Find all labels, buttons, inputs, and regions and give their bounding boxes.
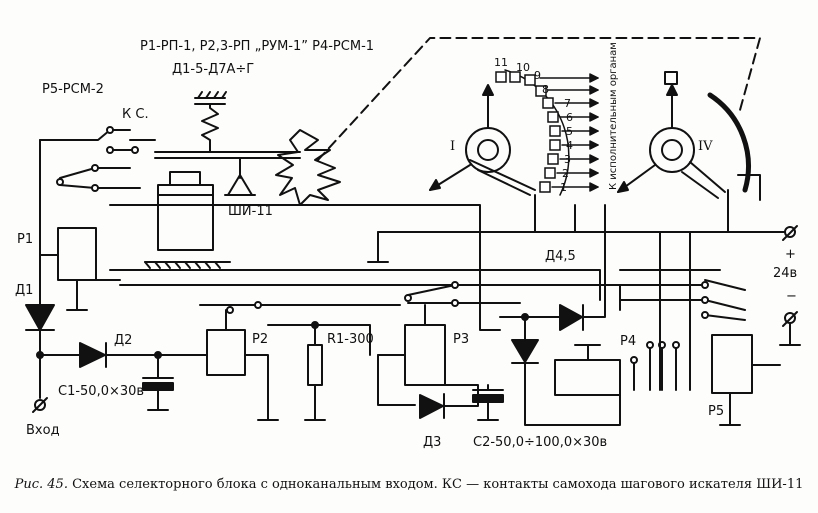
c2-capacitor — [472, 384, 504, 391]
contact-11-label: 11 — [494, 56, 508, 69]
p1-relay — [57, 227, 97, 281]
d4-diode — [559, 304, 583, 331]
d3-diode — [419, 394, 444, 419]
wafer-4-arc — [707, 92, 751, 193]
input-label: Вход — [26, 423, 60, 438]
bus-1 — [109, 204, 501, 331]
p4-contacts — [633, 344, 677, 391]
wafer-1-label: I — [450, 139, 456, 154]
p4-label: Р4 — [620, 334, 637, 349]
p1-label: Р1 — [17, 232, 34, 247]
r1-resistor — [307, 344, 323, 386]
relay5-spec-label: Р5-РСМ-2 — [42, 82, 104, 97]
contact-arc — [504, 69, 570, 196]
contact-3-label: 3 — [564, 153, 571, 166]
p3-contacts — [407, 284, 521, 304]
d2-diode — [79, 342, 106, 368]
p4-relay — [554, 359, 621, 396]
contact-7-label: 7 — [564, 97, 571, 110]
caption-text: Схема селекторного блока с одноканальным… — [72, 477, 804, 492]
r1-label: R1-300 — [327, 332, 374, 347]
output-arrows — [539, 73, 599, 192]
shi-spring — [201, 103, 219, 153]
ratchet-wheel — [275, 129, 341, 206]
wafer-4-label: IV — [698, 139, 713, 154]
caption-fig-number: Рис. 45. — [14, 477, 68, 492]
d1-diode — [25, 304, 55, 331]
p5-contacts — [619, 269, 746, 321]
plus-label: + — [785, 247, 796, 262]
contact-10-label: 10 — [516, 61, 530, 74]
minus-label: − — [786, 289, 797, 304]
contact-4-label: 4 — [566, 139, 573, 152]
contact-8-label: 8 — [542, 83, 549, 96]
d1-label: Д1 — [15, 283, 34, 298]
p3-label: Р3 — [453, 332, 470, 347]
figure-caption: Рис. 45. Схема селекторного блока с одно… — [0, 476, 818, 493]
p5-label: Р5 — [708, 404, 725, 419]
p2-relay — [206, 329, 246, 376]
p2-label: Р2 — [252, 332, 269, 347]
wafer-1 — [465, 127, 511, 173]
c1-capacitor — [142, 354, 174, 379]
c1-label: С1-50,0×30в — [58, 384, 145, 399]
bus-3 — [119, 284, 621, 311]
d2-label: Д2 — [114, 333, 133, 348]
d5-diode — [511, 339, 539, 363]
d45-label: Д4,5 — [545, 249, 576, 264]
r1-wire — [267, 324, 371, 356]
wafer-4 — [649, 127, 695, 173]
contact-2-label: 2 — [562, 167, 569, 180]
ks-label: К С. — [122, 107, 149, 122]
contact-6-label: 6 — [566, 111, 573, 124]
shi-label: ШИ-11 — [228, 204, 273, 219]
relay-spec-label: Р1-РП-1, Р2,3-РП „РУМ-1” Р4-РСМ-1 — [140, 39, 375, 54]
top-left-wire — [39, 129, 111, 141]
to-organs-label: К исполнительным органам — [608, 42, 619, 190]
contact-9-label: 9 — [534, 69, 541, 82]
diode-spec-label: Д1-5-Д7А÷Г — [172, 62, 255, 77]
contact-5-label: 5 — [566, 125, 573, 138]
contact-1-label: 1 — [560, 181, 567, 194]
voltage-label: 24в — [773, 266, 798, 281]
p3-relay — [404, 324, 446, 386]
p1-contacts — [59, 167, 141, 189]
p5-relay — [711, 334, 753, 394]
c2-label: С2-50,0÷100,0×30в — [473, 435, 608, 450]
bus-2 — [109, 269, 601, 301]
d3-label: Д3 — [423, 435, 442, 450]
shi-armature — [154, 151, 301, 159]
arc-contacts — [495, 71, 561, 193]
dashed-link — [317, 37, 761, 161]
